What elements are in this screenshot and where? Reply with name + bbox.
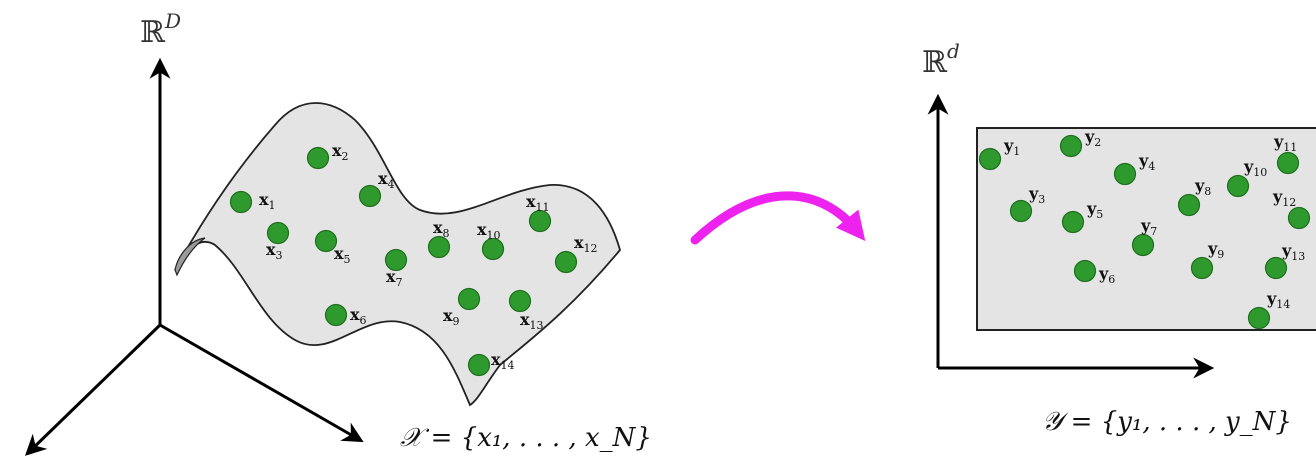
y-point-13: [1266, 258, 1287, 279]
y-point-3: [1011, 201, 1032, 222]
y-point-1: [980, 149, 1001, 170]
y-point-12: [1289, 208, 1310, 229]
mapping-arrow: [695, 196, 858, 240]
right-set-label: 𝒴 = {y₁, . . . , y_N}: [1042, 407, 1292, 437]
left-space-label: ℝD: [140, 9, 181, 50]
left-axis-down-left: [28, 325, 160, 453]
y-point-11: [1278, 153, 1299, 174]
y-point-10: [1228, 176, 1249, 197]
right-space-label: ℝd: [922, 39, 960, 80]
y-point-9: [1192, 258, 1213, 279]
x-point-6: [326, 305, 347, 326]
x-point-4: [360, 186, 381, 207]
x-point-9: [459, 289, 480, 310]
y-point-4: [1115, 164, 1136, 185]
x-point-label-4: x4: [378, 169, 395, 191]
x-point-14: [469, 355, 490, 376]
y-point-2: [1061, 136, 1082, 157]
left-set-label: 𝒳 = {x₁, . . . , x_N}: [400, 423, 652, 453]
y-point-8: [1179, 195, 1200, 216]
x-point-1: [231, 192, 252, 213]
x-point-12: [556, 252, 577, 273]
x-point-2: [308, 148, 329, 169]
x-point-13: [510, 291, 531, 312]
y-point-14: [1249, 308, 1270, 329]
y-point-5: [1063, 212, 1084, 233]
y-point-6: [1075, 261, 1096, 282]
